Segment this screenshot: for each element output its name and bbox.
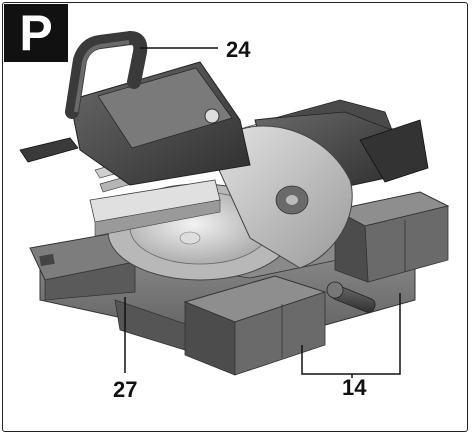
extension-right-front <box>183 275 327 376</box>
side-clamp-knob <box>326 281 376 313</box>
callout-label-base: 27 <box>113 377 138 402</box>
saw-arm <box>69 61 251 186</box>
section-letter-badge: P <box>4 4 68 62</box>
fence <box>89 179 221 237</box>
carry-handle <box>65 30 148 119</box>
figure-frame <box>2 2 468 432</box>
left-extension <box>29 231 136 301</box>
leader-line-14 <box>301 293 401 375</box>
callout-label-extensions: 14 <box>342 375 367 400</box>
callout-label-handle: 24 <box>226 37 251 62</box>
bevel-lever-left <box>19 137 79 163</box>
